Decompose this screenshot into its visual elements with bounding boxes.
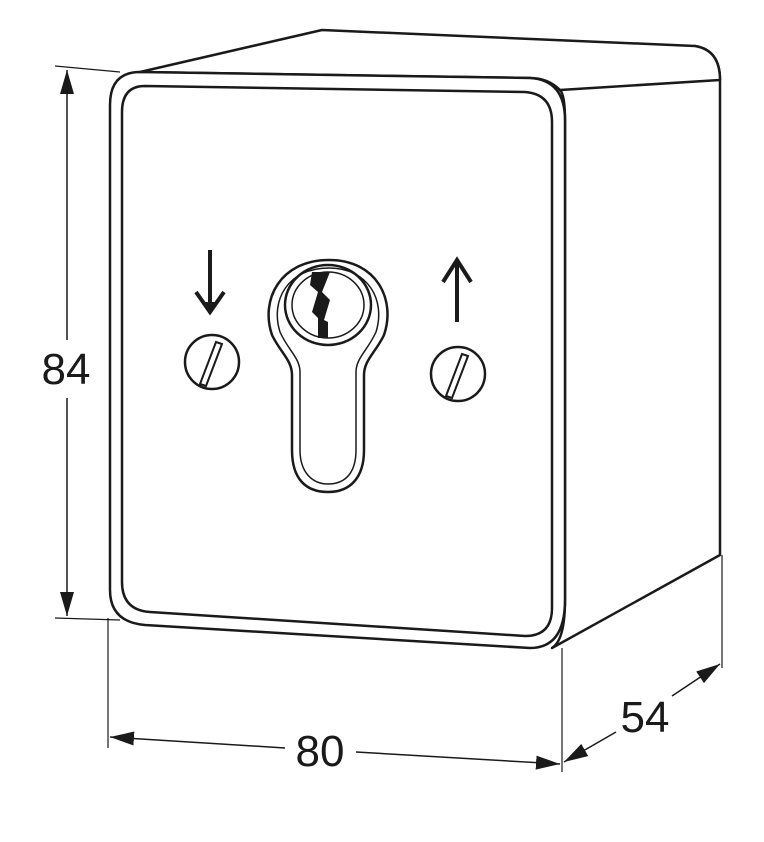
keyway-icon bbox=[310, 272, 330, 338]
up-arrow-head-icon bbox=[441, 256, 473, 284]
down-arrow-head-icon bbox=[194, 290, 226, 316]
cylinder-plug bbox=[283, 263, 373, 347]
depth-dimension: 54 bbox=[563, 555, 723, 763]
height-dimension-label: 84 bbox=[42, 345, 91, 394]
lock-cylinder bbox=[267, 258, 389, 494]
width-dimension: 80 bbox=[107, 618, 563, 776]
right-screw bbox=[429, 345, 487, 403]
front-panel-inner bbox=[120, 84, 554, 638]
cylinder-outer bbox=[267, 258, 389, 494]
depth-dimension-label: 54 bbox=[621, 693, 670, 742]
height-dimension: 84 bbox=[42, 65, 121, 621]
cylinder-inner bbox=[276, 267, 380, 485]
width-dimension-label: 80 bbox=[296, 727, 345, 776]
housing-side-face bbox=[550, 44, 722, 650]
left-screw bbox=[183, 333, 241, 391]
